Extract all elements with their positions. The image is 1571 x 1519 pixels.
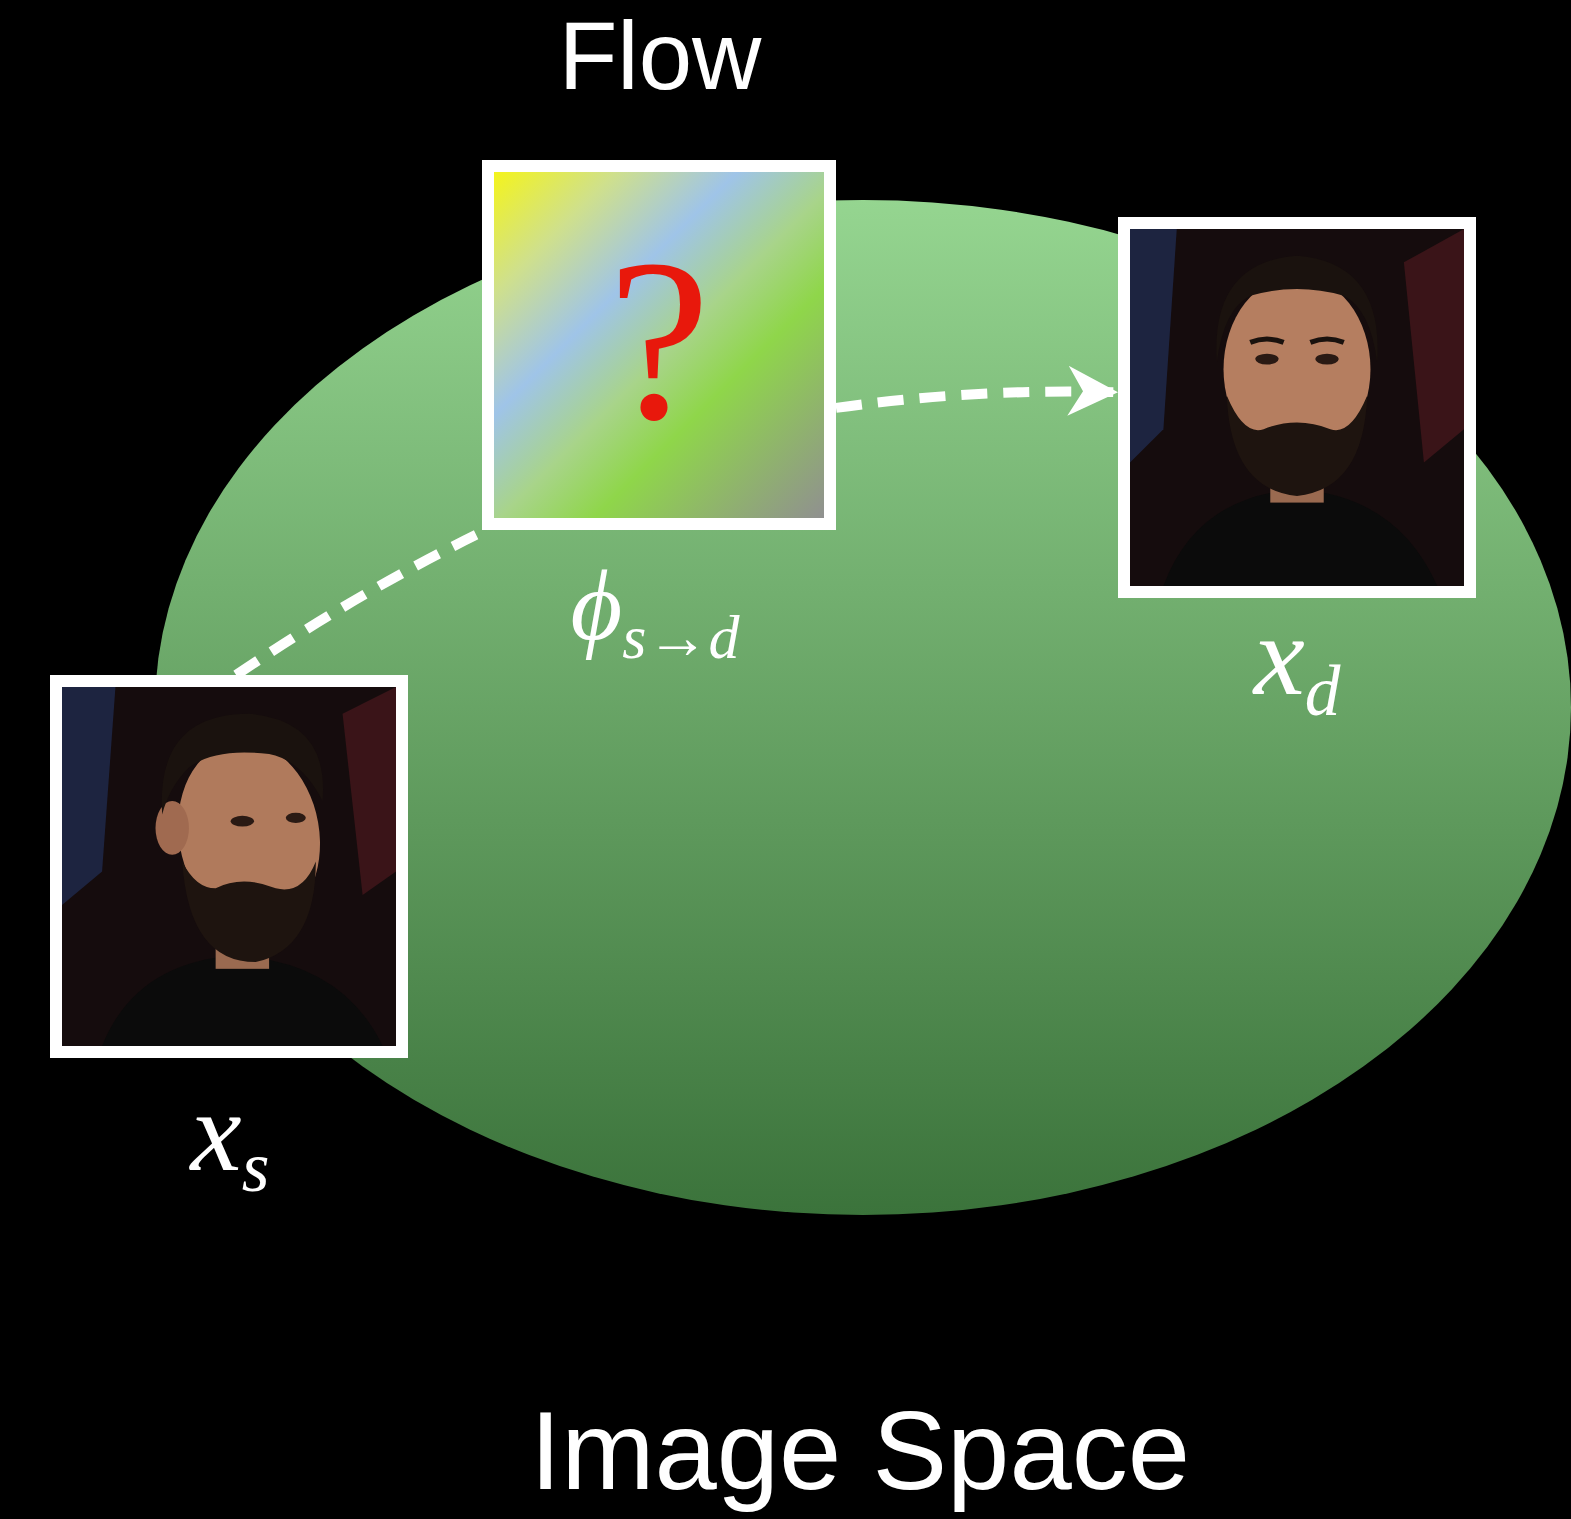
region-label: Image Space [530, 1395, 1190, 1507]
face-photo [1130, 229, 1464, 586]
beard [182, 861, 316, 962]
question-mark: ? [608, 226, 710, 456]
hair [1216, 256, 1377, 363]
brow [1310, 339, 1343, 342]
dashed-connector [836, 392, 1118, 408]
image-box: xd [1118, 217, 1476, 598]
math-label: ϕs→d [571, 556, 740, 668]
eye [231, 816, 254, 827]
photo-bg [62, 687, 396, 1046]
face-photo [62, 687, 396, 1046]
math-label: xs [191, 1074, 270, 1203]
dashed-connector [236, 530, 486, 675]
shirt [102, 955, 383, 1046]
region-ellipse: Image SpaceFlow?ϕs→dxdxs [155, 200, 1571, 1215]
image-box: xs [50, 675, 408, 1058]
beard [1227, 396, 1367, 496]
region-ellipse-fill [155, 200, 1571, 1215]
ear [156, 801, 189, 855]
eye [1315, 354, 1338, 365]
eye [1255, 354, 1278, 365]
bg-blue [1130, 229, 1177, 463]
eye [286, 813, 306, 823]
math-label: xd [1254, 598, 1341, 727]
bg-red [1404, 229, 1464, 463]
flow-box: Flow?ϕs→d [482, 160, 836, 530]
hair [162, 714, 323, 815]
brow [1250, 339, 1283, 342]
photo-bg [1130, 229, 1464, 586]
shirt [1163, 489, 1437, 586]
bg-red [343, 687, 396, 895]
bg-blue [62, 687, 115, 905]
box-heading: Flow [559, 8, 762, 104]
